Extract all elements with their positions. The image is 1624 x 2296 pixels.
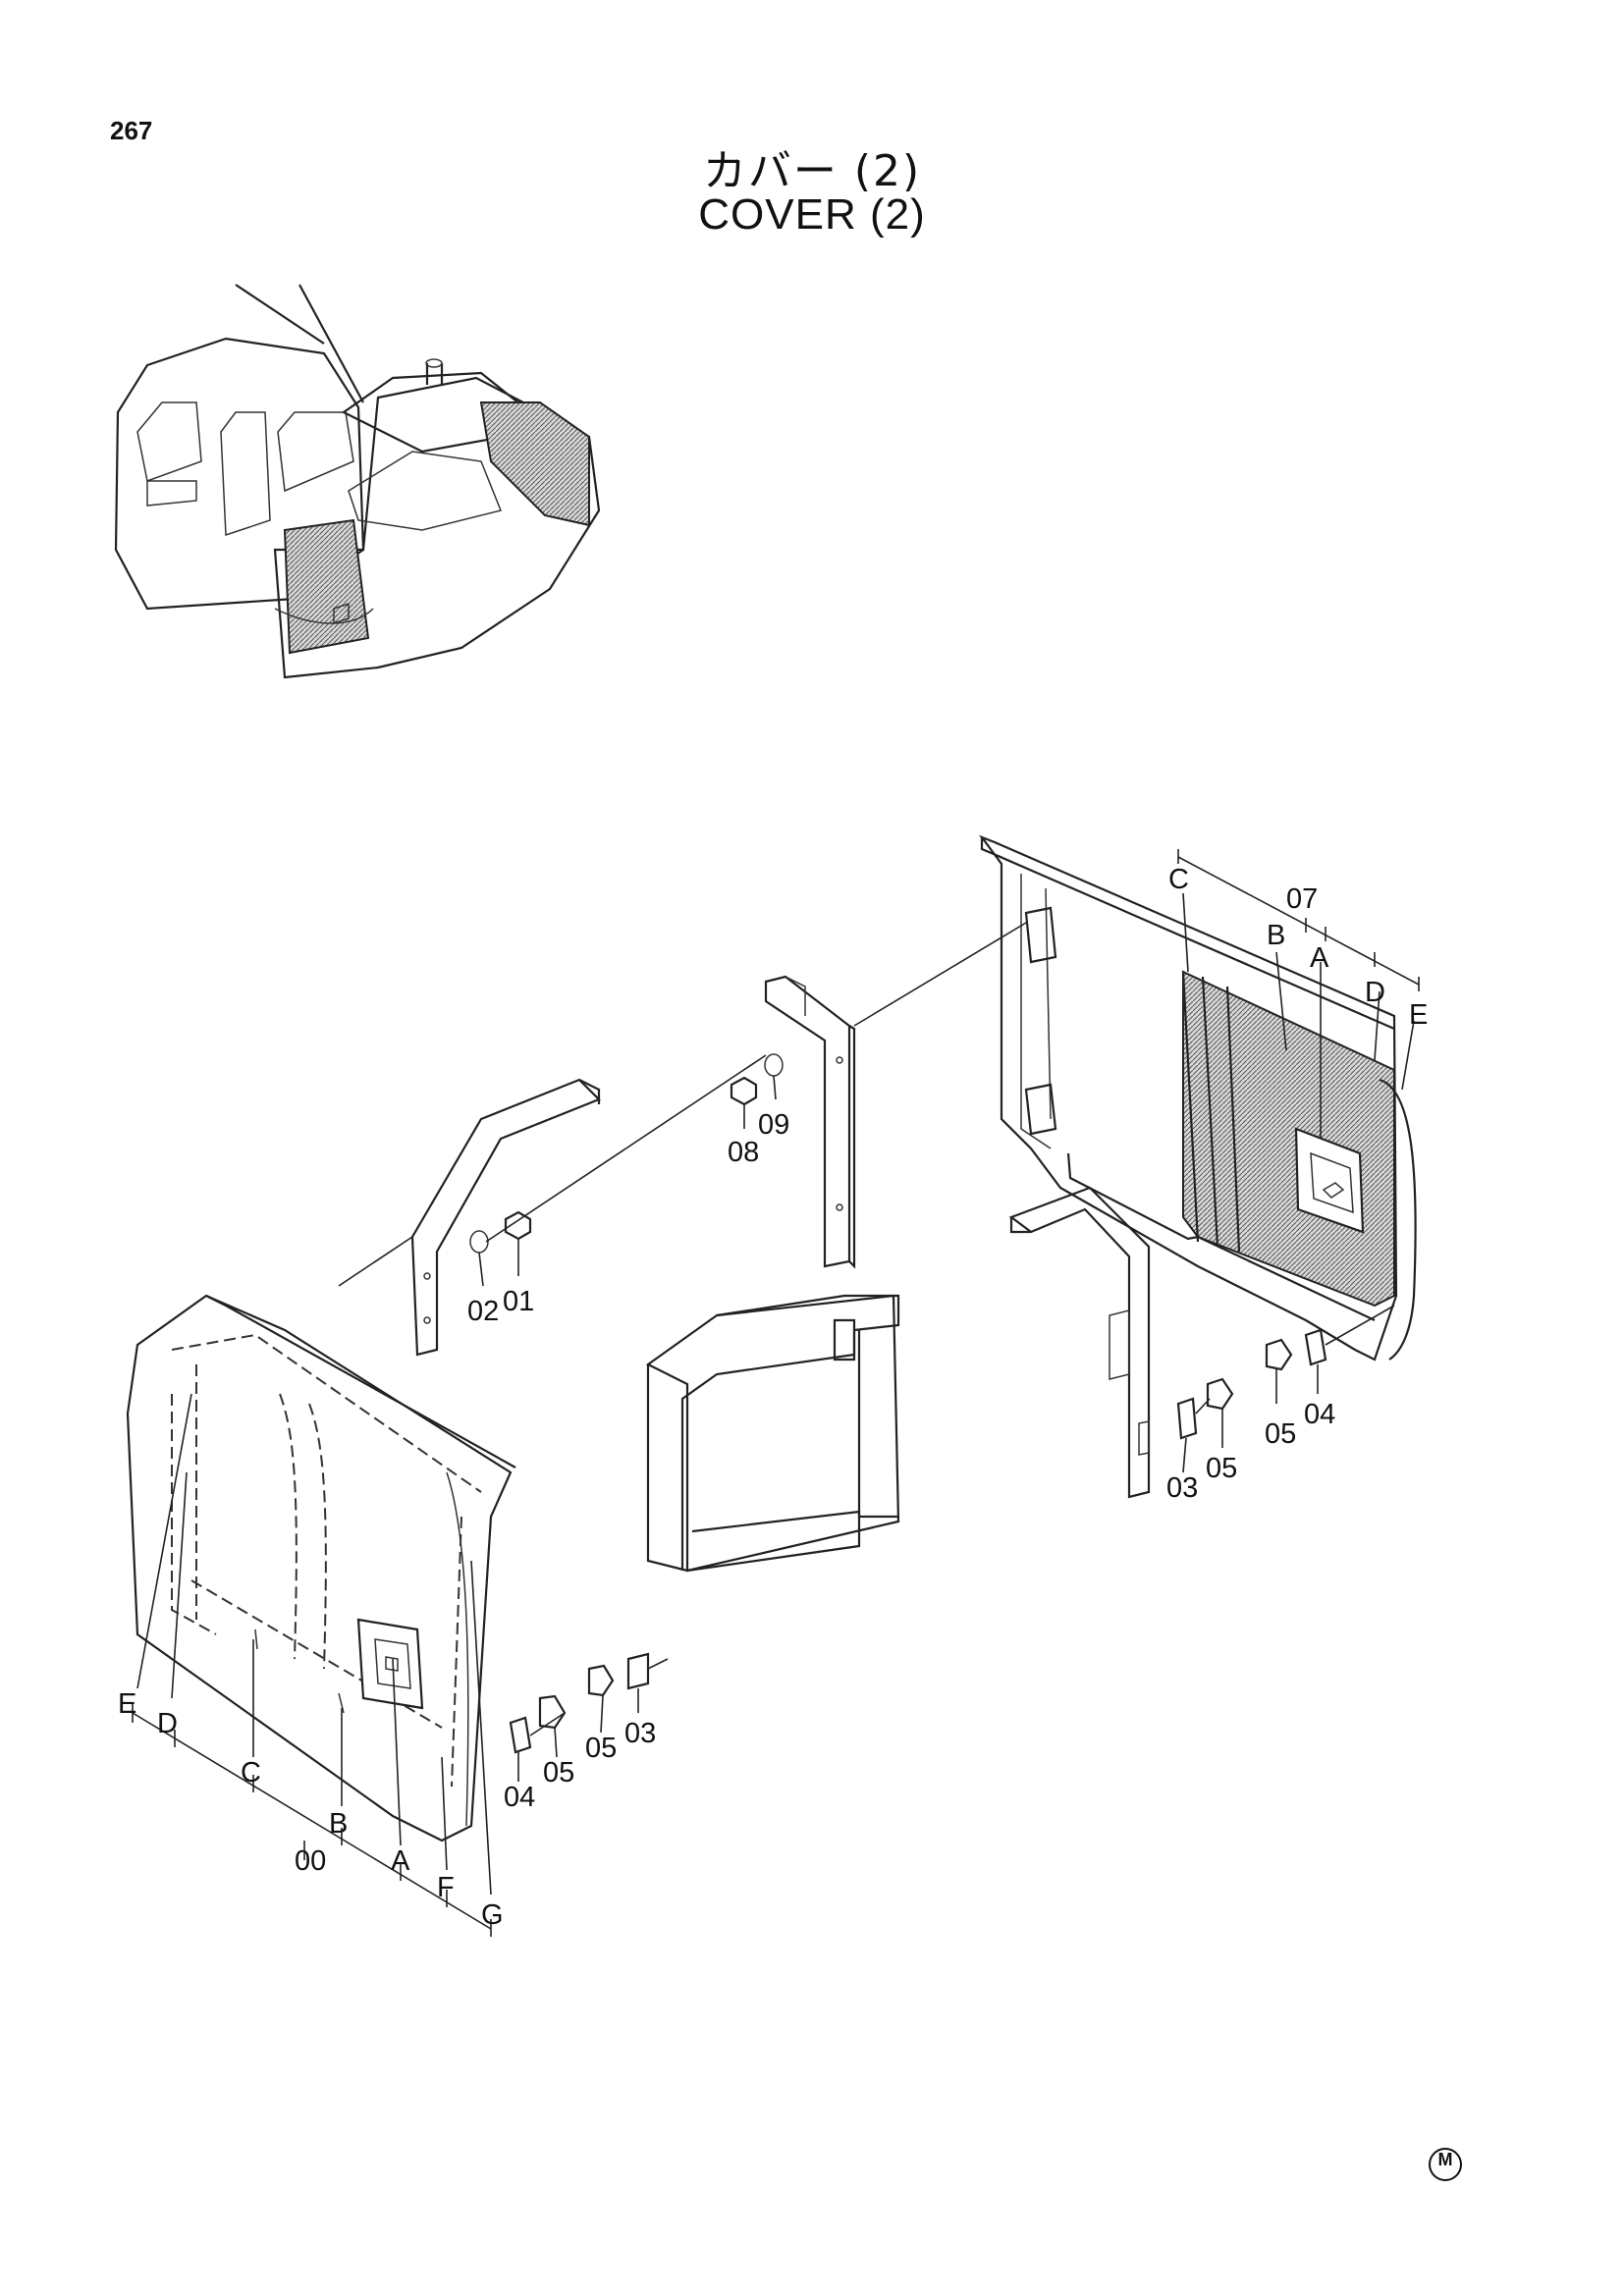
page-number: 267 <box>110 116 153 145</box>
bolt-icon <box>538 1694 567 1730</box>
callout-labels: 01 02 08 09 04 05 05 03 03 05 05 04 07 C… <box>118 864 1428 1931</box>
nut-icon <box>504 1210 532 1241</box>
callout-04-right: 04 <box>1304 1399 1335 1430</box>
sub-label-e-left: E <box>118 1688 136 1720</box>
callout-02: 02 <box>467 1296 499 1327</box>
sub-label-g-left: G <box>481 1899 504 1931</box>
upright-bracket-icon <box>764 975 856 1269</box>
callout-03-left: 03 <box>624 1718 656 1749</box>
callout-08: 08 <box>728 1137 759 1168</box>
latch-icon <box>1176 1397 1198 1440</box>
sub-label-d-left: D <box>157 1708 178 1739</box>
callout-07: 07 <box>1286 883 1318 915</box>
callout-05-left-b: 05 <box>585 1733 617 1764</box>
clip-icon <box>1304 1328 1327 1366</box>
callout-09: 09 <box>758 1109 789 1141</box>
bolt-icon <box>587 1664 615 1697</box>
clip-icon <box>509 1716 532 1754</box>
bolt-icon <box>1206 1377 1234 1411</box>
left-cover-panel-icon <box>126 1294 516 1842</box>
sub-label-c-right: C <box>1168 864 1189 895</box>
page-title-english: COVER (2) <box>698 190 926 239</box>
door-frame-icon <box>645 1294 900 1573</box>
sub-label-b-left: B <box>329 1808 348 1840</box>
callout-00: 00 <box>295 1845 326 1877</box>
sub-label-c-left: C <box>241 1757 261 1789</box>
callout-01: 01 <box>503 1286 534 1317</box>
right-cover-panel-icon <box>978 834 1417 1362</box>
sub-label-d-right: D <box>1365 977 1385 1008</box>
callout-04-left: 04 <box>504 1782 535 1813</box>
lower-bracket-icon <box>1008 1186 1151 1499</box>
callout-05-left-a: 05 <box>543 1757 574 1789</box>
sub-label-a-right: A <box>1310 942 1329 974</box>
sub-label-b-right: B <box>1267 920 1285 951</box>
bolt-icon <box>1265 1338 1293 1371</box>
nut-icon <box>730 1076 758 1106</box>
upper-left-bracket-icon <box>410 1078 601 1357</box>
sub-label-e-right: E <box>1409 999 1428 1031</box>
page-title-japanese: カバー (2) <box>702 146 922 196</box>
fasteners <box>469 1053 1327 1754</box>
corner-mark: M <box>1429 2148 1462 2181</box>
callout-05-right-a: 05 <box>1206 1453 1237 1484</box>
latch-icon <box>626 1652 650 1690</box>
excavator-overview-icon <box>114 284 601 679</box>
sub-label-a-left: A <box>391 1845 410 1877</box>
callout-05-right-b: 05 <box>1265 1418 1296 1450</box>
callout-03-right: 03 <box>1166 1472 1198 1504</box>
sub-label-f-left: F <box>437 1872 455 1903</box>
washer-icon <box>764 1053 784 1077</box>
leader-lines <box>132 849 1420 1937</box>
washer-icon <box>469 1230 489 1254</box>
